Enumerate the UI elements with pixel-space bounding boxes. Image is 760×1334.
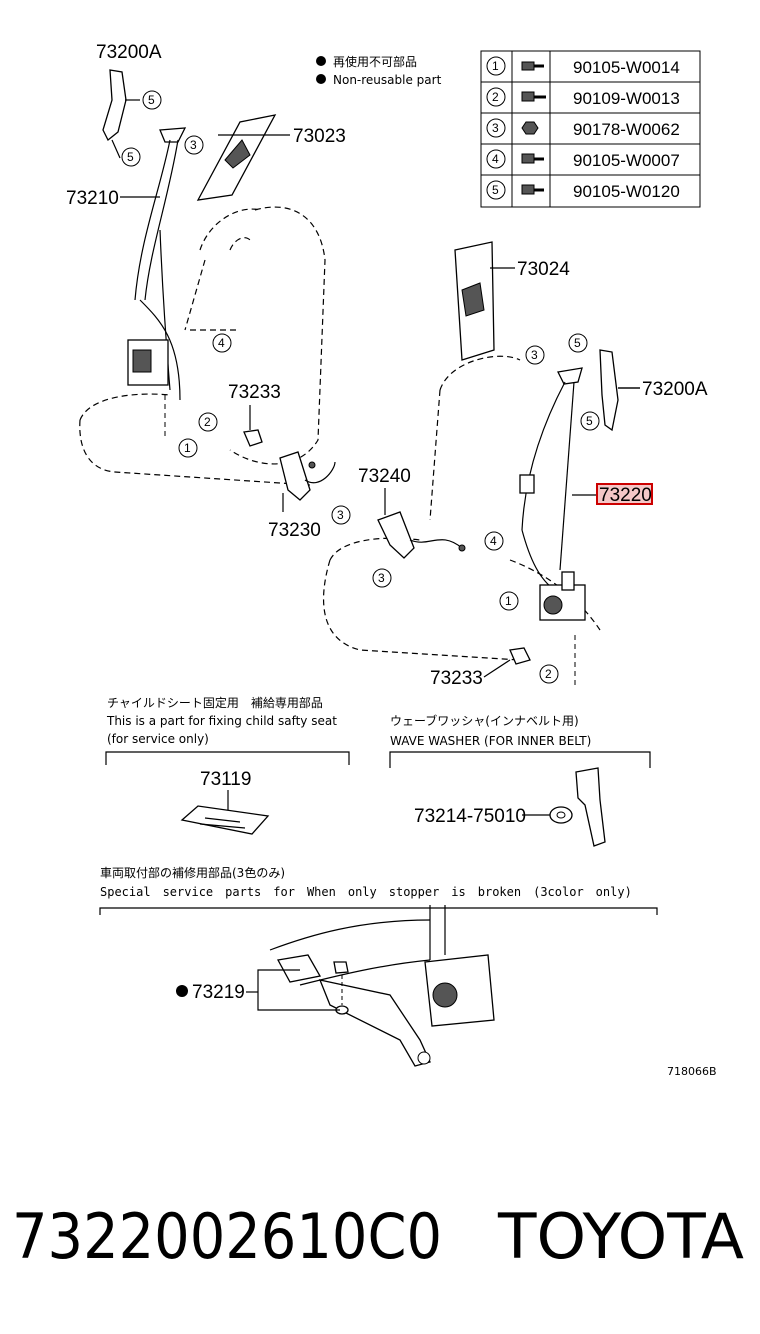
wave-note-jp: ウェーブワッシャ(インナベルト用)	[390, 713, 579, 728]
callout-5: 5	[148, 93, 155, 107]
table-row: 1 90105-W0014	[486, 56, 680, 77]
left-seat-outline	[79, 206, 326, 486]
right-pillar-cover-73024	[454, 241, 495, 361]
part-labels: 73200A 73023 73210 73024 73200A 73233 73…	[66, 42, 708, 689]
right-belt-73220	[519, 367, 586, 685]
callout-3: 3	[531, 348, 538, 362]
callout-3: 3	[190, 138, 197, 152]
callout-5: 5	[127, 150, 134, 164]
right-anchor-73200a	[599, 349, 640, 432]
label-73200a-top: 73200A	[96, 42, 162, 63]
child-anchor-plate-icon	[180, 805, 270, 835]
label-73210: 73210	[66, 188, 119, 209]
table-row: 5 90105-W0120	[486, 180, 680, 201]
callout-4: 4	[490, 534, 497, 548]
callout-3: 3	[337, 508, 344, 522]
table-part-number: 90109-W0013	[573, 89, 680, 108]
label-73240: 73240	[358, 466, 411, 487]
table-num: 5	[492, 183, 499, 197]
label-73233-right: 73233	[430, 668, 483, 689]
label-73230: 73230	[268, 520, 321, 541]
special-note-en: Special service parts for When only stop…	[100, 885, 632, 899]
child-note-en1: This is a part for fixing child safty se…	[106, 714, 337, 728]
callout-1: 1	[184, 441, 191, 455]
bolt-icon	[521, 91, 546, 102]
table-num: 3	[492, 121, 499, 135]
left-pillar-cover-73023	[196, 114, 277, 201]
label-73024: 73024	[517, 259, 570, 280]
legend: 再使用不可部品 Non-reusable part	[316, 54, 442, 87]
callout-2: 2	[545, 667, 552, 681]
right-buckle-73240	[377, 488, 466, 559]
table-row: 3 90178-W0062	[486, 118, 680, 139]
figure-id: 718066B	[667, 1065, 717, 1078]
left-anchor-73200a	[102, 69, 140, 159]
inner-belt-buckle-icon	[575, 767, 606, 847]
legend-jp: 再使用不可部品	[333, 54, 417, 69]
child-note-jp: チャイルドシート固定用 補給専用部品	[107, 695, 323, 710]
bolt-icon	[521, 61, 544, 71]
label-73220: 73220	[599, 485, 652, 506]
nut-icon	[521, 121, 539, 135]
callout-3: 3	[378, 571, 385, 585]
highlight-box	[596, 483, 653, 505]
footer-brand: TOYOTA	[497, 1200, 744, 1273]
leader-lines	[120, 134, 640, 678]
callout-2: 2	[204, 415, 211, 429]
non-reusable-marker-icon	[176, 985, 188, 997]
label-73119: 73119	[200, 769, 251, 790]
table-num: 4	[492, 152, 499, 166]
left-belt-73210	[127, 127, 187, 440]
right-cover-73233	[509, 647, 531, 665]
wave-washer-section: ウェーブワッシャ(インナベルト用) WAVE WASHER (FOR INNER…	[389, 713, 651, 847]
label-73233-left: 73233	[228, 382, 281, 403]
table-part-number: 90105-W0120	[573, 182, 680, 201]
table-row: 2 90109-W0013	[486, 87, 680, 108]
child-note-en2: (for service only)	[107, 732, 209, 746]
table-num: 1	[492, 59, 499, 73]
special-parts-section: 車両取付部の補修用部品(3色のみ) Special service parts …	[99, 865, 658, 1067]
table-row: 4 90105-W0007	[486, 149, 680, 170]
label-73200a-right: 73200A	[642, 379, 708, 400]
left-buckle-73230	[279, 451, 336, 512]
fastener-table: 1 90105-W0014 2 90109-W0013 3 90178-W006…	[480, 50, 701, 208]
label-73023: 73023	[293, 126, 346, 147]
callout-5: 5	[574, 336, 581, 350]
wave-washer-icon	[549, 806, 573, 824]
table-part-number: 90105-W0014	[573, 58, 680, 77]
label-73214: 73214-75010	[414, 806, 526, 827]
bolt-icon	[521, 153, 544, 164]
footer-part-number: 7322002610C0	[12, 1200, 442, 1273]
table-part-number: 90105-W0007	[573, 151, 680, 170]
callout-1: 1	[505, 594, 512, 608]
table-num: 2	[492, 90, 499, 104]
callout-4: 4	[218, 336, 225, 350]
child-seat-section: チャイルドシート固定用 補給専用部品 This is a part for fi…	[105, 695, 350, 835]
wave-note-en: WAVE WASHER (FOR INNER BELT)	[390, 734, 591, 748]
label-73219: 73219	[192, 982, 245, 1003]
left-cover-73233	[243, 429, 263, 447]
table-part-number: 90178-W0062	[573, 120, 680, 139]
stopper-belt-illustration	[269, 905, 495, 1067]
bolt-icon	[521, 184, 544, 195]
special-note-jp: 車両取付部の補修用部品(3色のみ)	[100, 865, 285, 880]
callouts: 5 5 3 4 2 1 3 3 5 5 4 3 1 2	[121, 90, 600, 684]
callout-5: 5	[586, 414, 593, 428]
legend-en: Non-reusable part	[333, 73, 442, 87]
